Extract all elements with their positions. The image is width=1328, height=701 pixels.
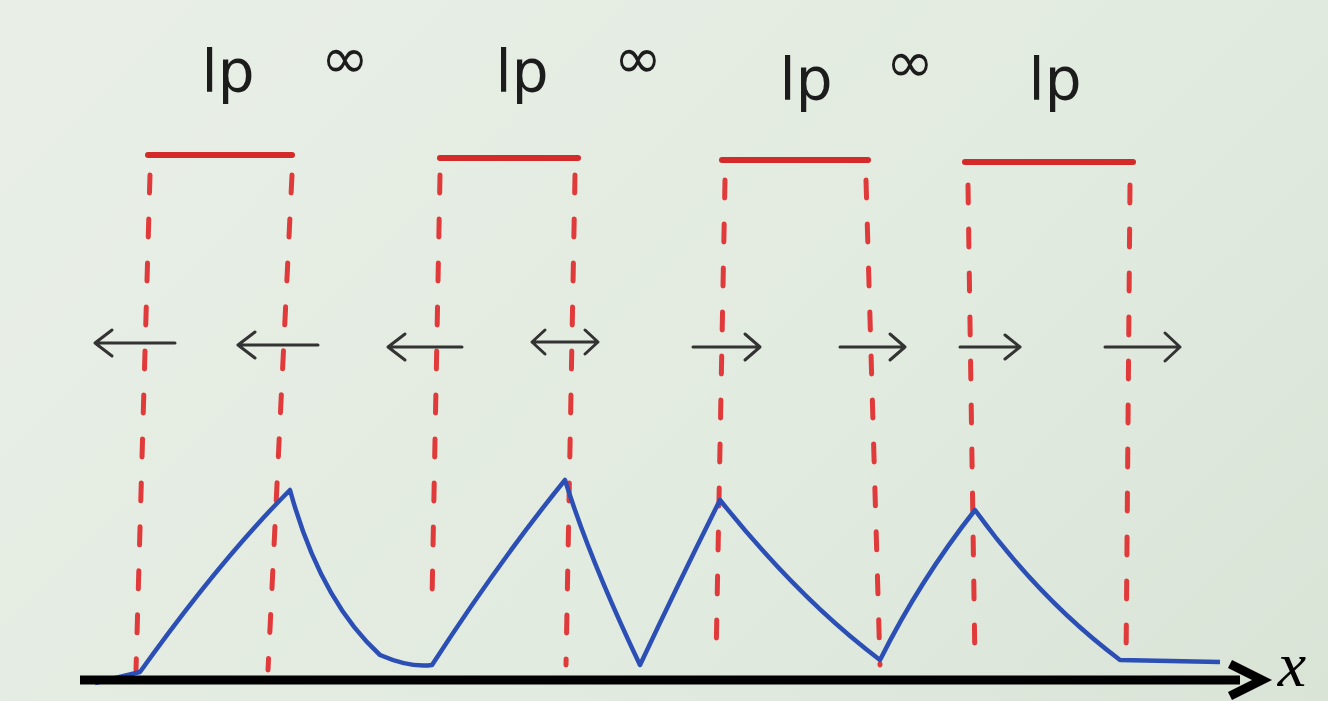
profile-curve xyxy=(95,480,1220,683)
axis-label: x xyxy=(1278,633,1306,697)
infinity-label: ∞ xyxy=(321,29,369,87)
interval-brackets xyxy=(148,155,1133,162)
infinity-label: ∞ xyxy=(614,29,662,87)
infinity-label: ∞ xyxy=(886,33,934,91)
dashed-boundaries xyxy=(136,175,1130,670)
x-axis xyxy=(80,664,1262,696)
direction-arrows xyxy=(95,330,1180,361)
length-label: lp xyxy=(496,43,549,101)
length-label: lp xyxy=(202,43,255,101)
length-label: lp xyxy=(1029,51,1082,109)
length-label: lp xyxy=(780,51,833,109)
